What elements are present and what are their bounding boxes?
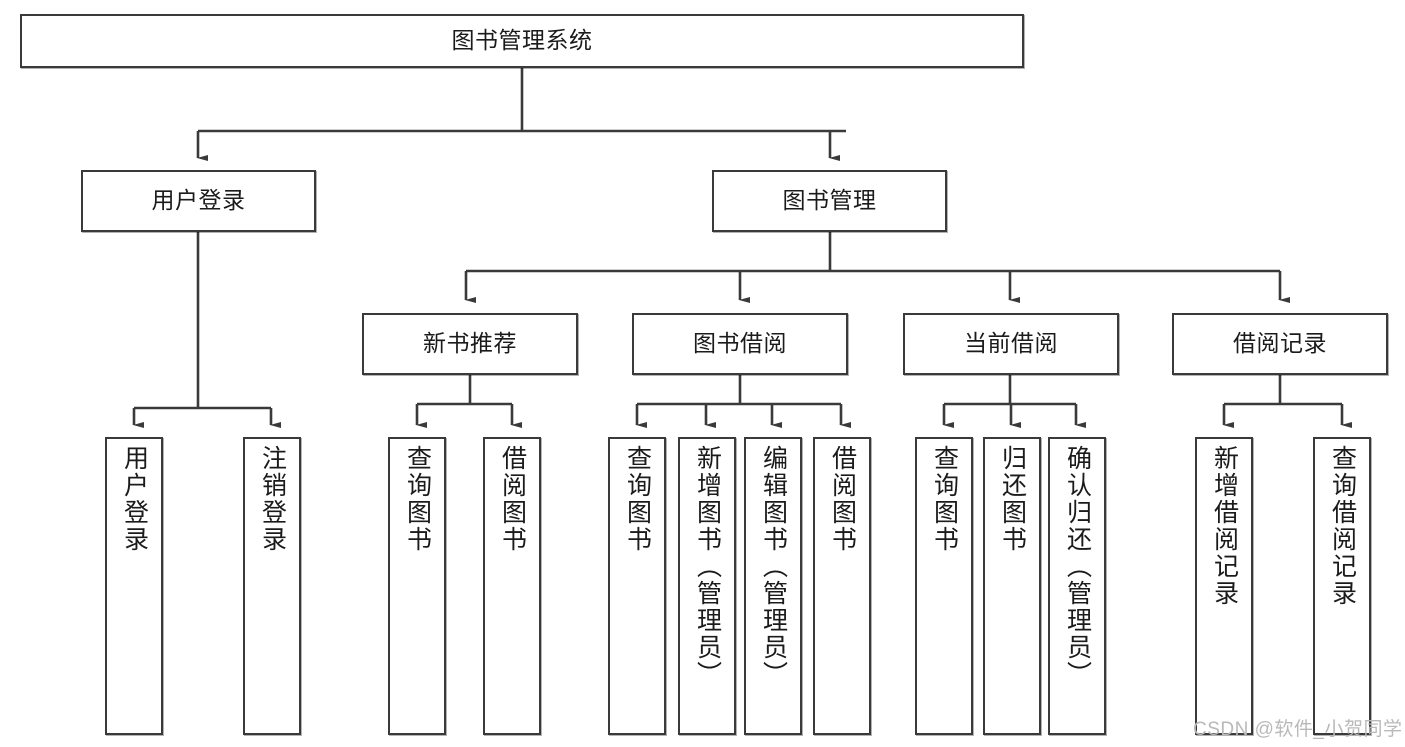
node-borrow-record[interactable]: 借阅记录 [1172, 313, 1388, 375]
node-label: 用户登录 [151, 187, 246, 214]
node-label: 查询借阅记录 [1328, 445, 1357, 607]
leaf-return-book[interactable]: 归还图书 [983, 437, 1041, 735]
node-label: 归还图书 [998, 445, 1027, 553]
node-label: 图书借阅 [693, 330, 787, 357]
node-label: 新增借阅记录 [1210, 445, 1239, 607]
leaf-user-login[interactable]: 用户登录 [105, 437, 163, 735]
node-label: 查询图书 [623, 445, 652, 553]
leaf-add-borrow-record[interactable]: 新增借阅记录 [1195, 437, 1253, 735]
leaf-query-book-new-book[interactable]: 查询图书 [388, 437, 446, 735]
node-label: 查询图书 [403, 445, 432, 553]
node-label: 查询图书 [930, 445, 959, 553]
leaf-borrow-book[interactable]: 借阅图书 [813, 437, 871, 735]
node-label: 确认归还（管理员） [1063, 445, 1092, 688]
node-label: 用户登录 [120, 445, 149, 553]
node-label: 借阅图书 [498, 445, 527, 553]
leaf-confirm-return[interactable]: 确认归还（管理员） [1048, 437, 1106, 735]
leaf-logout-login[interactable]: 注销登录 [243, 437, 301, 735]
node-user-login[interactable]: 用户登录 [81, 170, 316, 232]
leaf-query-book-current[interactable]: 查询图书 [915, 437, 973, 735]
node-label: 图书管理系统 [451, 27, 593, 54]
leaf-edit-book[interactable]: 编辑图书（管理员） [744, 437, 802, 735]
node-current-borrow[interactable]: 当前借阅 [903, 313, 1119, 375]
node-label: 当前借阅 [964, 330, 1058, 357]
node-label: 编辑图书（管理员） [759, 445, 788, 688]
node-book-management-system[interactable]: 图书管理系统 [20, 14, 1024, 68]
node-new-book-recommend[interactable]: 新书推荐 [362, 313, 578, 375]
leaf-query-book-borrow[interactable]: 查询图书 [608, 437, 666, 735]
node-label: 借阅图书 [828, 445, 857, 553]
leaf-borrow-book-new-book[interactable]: 借阅图书 [483, 437, 541, 735]
node-label: 图书管理 [782, 187, 877, 214]
node-label: 新增图书（管理员） [693, 445, 722, 688]
node-book-borrow[interactable]: 图书借阅 [632, 313, 848, 375]
leaf-query-borrow-record[interactable]: 查询借阅记录 [1313, 437, 1371, 735]
node-label: 借阅记录 [1233, 330, 1327, 357]
node-label: 注销登录 [258, 445, 287, 553]
node-book-management[interactable]: 图书管理 [712, 170, 947, 232]
node-label: 新书推荐 [423, 330, 517, 357]
leaf-add-book[interactable]: 新增图书（管理员） [678, 437, 736, 735]
